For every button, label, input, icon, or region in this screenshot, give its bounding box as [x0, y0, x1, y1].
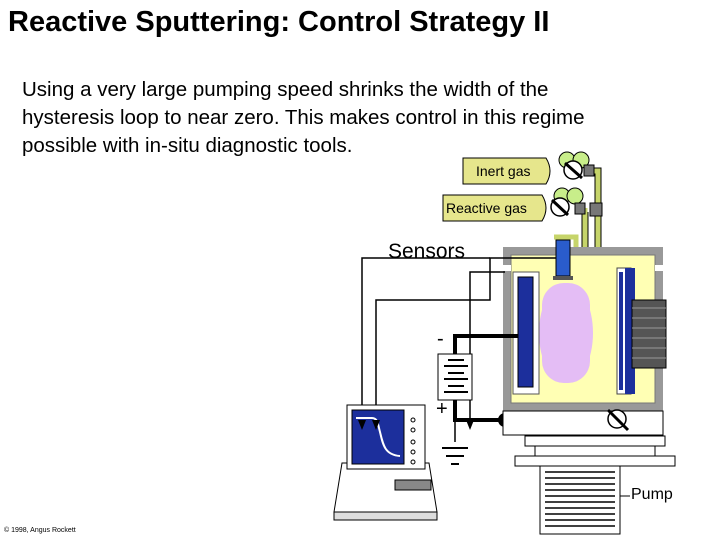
copyright: © 1998, Angus Rockett: [4, 527, 76, 534]
sensor-probe: [555, 239, 571, 277]
sputter-target: [517, 276, 534, 388]
ground-icon: [442, 447, 468, 465]
hysteresis-curve: [356, 417, 401, 457]
inert-gas-box: [462, 157, 551, 185]
turbo-pump: [539, 465, 621, 535]
sensors-label: Sensors: [388, 240, 466, 263]
heater-flange: [631, 299, 667, 369]
inert-gas-valve: [558, 151, 595, 180]
minus-label: -: [437, 328, 444, 350]
body-line-3: possible with in-situ diagnostic tools.: [22, 134, 353, 157]
body-line-1: Using a very large pumping speed shrinks…: [22, 78, 549, 101]
gate-valve-body: [502, 410, 664, 436]
body-text: Using a very large pumping speed shrinks…: [22, 76, 702, 160]
body-line-2: hysteresis loop to near zero. This makes…: [22, 106, 585, 129]
reactive-gas-label: Reactive gas: [446, 200, 527, 216]
inert-gas-label: Inert gas: [476, 163, 531, 179]
reactive-gas-valve: [550, 187, 603, 217]
slide-title: Reactive Sputtering: Control Strategy II: [8, 6, 550, 38]
reactive-gas-box: [442, 194, 547, 222]
plus-label: +: [436, 398, 448, 420]
pump-label: Pump: [631, 486, 673, 503]
pump-flange-top: [524, 435, 666, 447]
